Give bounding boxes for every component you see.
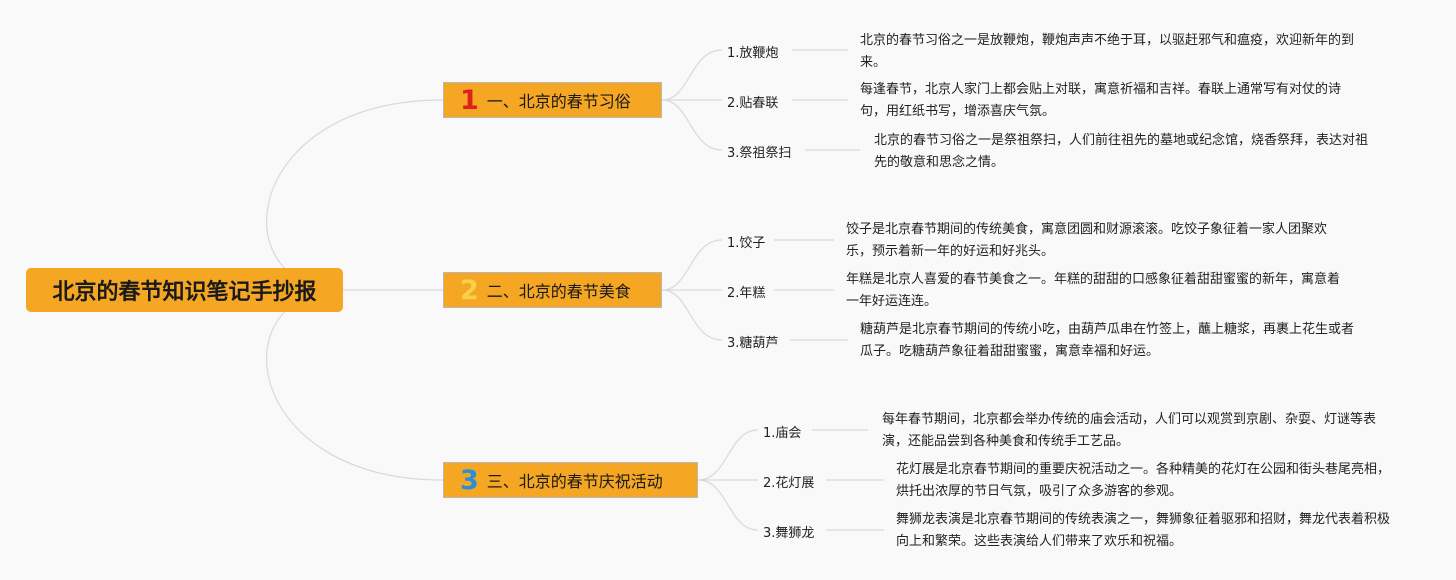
description-couplets: 每逢春节，北京人家门上都会贴上对联，寓意祈福和吉祥。春联上通常写有对仗的诗句，用… bbox=[860, 82, 1342, 119]
subtopic-candied-haws[interactable]: 3.糖葫芦 bbox=[727, 336, 779, 351]
subtopic-lantern-show[interactable]: 2.花灯展 bbox=[763, 476, 815, 491]
link-root-branch-1 bbox=[266, 99, 444, 291]
link-b3-leaf-3 bbox=[697, 479, 759, 531]
subtopic-dumplings[interactable]: 1.饺子 bbox=[727, 236, 766, 251]
branch-title: 一、北京的春节习俗 bbox=[486, 92, 631, 111]
description-firecrackers: 北京的春节习俗之一是放鞭炮，鞭炮声声不绝于耳，以驱赶邪气和瘟疫，欢迎新年的到来。 bbox=[860, 33, 1355, 70]
branch-title: 三、北京的春节庆祝活动 bbox=[486, 472, 663, 491]
description-ancestor-worship: 北京的春节习俗之一是祭祖祭扫，人们前往祖先的墓地或纪念馆，烧香祭拜，表达对祖先的… bbox=[874, 133, 1369, 170]
subtopic-temple-fair[interactable]: 1.庙会 bbox=[763, 426, 802, 441]
root-topic[interactable]: 北京的春节知识笔记手抄报 bbox=[26, 268, 343, 312]
link-b1-leaf-1 bbox=[661, 49, 723, 101]
description-dumplings: 饺子是北京春节期间的传统美食，寓意团圆和财源滚滚。吃饺子象征着一家人团聚欢乐，预… bbox=[846, 222, 1328, 259]
branch-title: 二、北京的春节美食 bbox=[486, 282, 631, 301]
number-two-icon: 2 bbox=[460, 274, 479, 306]
subtopic-couplets[interactable]: 2.贴春联 bbox=[727, 96, 779, 111]
subtopic-rice-cake[interactable]: 2.年糕 bbox=[727, 286, 766, 301]
description-lion-dragon-dance: 舞狮龙表演是北京春节期间的传统表演之一，舞狮象征着驱邪和招财，舞龙代表着积极向上… bbox=[896, 512, 1391, 549]
description-candied-haws: 糖葫芦是北京春节期间的传统小吃，由葫芦瓜串在竹签上，蘸上糖浆，再裹上花生或者瓜子… bbox=[860, 322, 1355, 359]
branch-topic-food[interactable]: 2 二、北京的春节美食 bbox=[443, 272, 662, 308]
description-rice-cake: 年糕是北京人喜爱的春节美食之一。年糕的甜甜的口感象征着甜甜蜜蜜的新年，寓意着一年… bbox=[846, 272, 1341, 309]
branch-topic-customs[interactable]: 1 一、北京的春节习俗 bbox=[443, 82, 662, 118]
link-b1-leaf-3 bbox=[661, 99, 723, 151]
subtopic-ancestor-worship[interactable]: 3.祭祖祭扫 bbox=[727, 146, 792, 161]
number-three-icon: 3 bbox=[460, 464, 479, 496]
root-topic-title: 北京的春节知识笔记手抄报 bbox=[52, 280, 317, 305]
subtopic-firecrackers[interactable]: 1.放鞭炮 bbox=[727, 46, 779, 61]
link-b2-leaf-1 bbox=[661, 239, 723, 291]
description-temple-fair: 每年春节期间，北京都会举办传统的庙会活动，人们可以观赏到京剧、杂耍、灯谜等表演，… bbox=[882, 412, 1377, 449]
link-root-branch-3 bbox=[266, 289, 444, 481]
link-b2-leaf-3 bbox=[661, 289, 723, 341]
branch-topic-celebrations[interactable]: 3 三、北京的春节庆祝活动 bbox=[443, 462, 698, 498]
number-one-icon: 1 bbox=[460, 84, 479, 116]
link-b3-leaf-1 bbox=[697, 429, 759, 481]
description-lantern-show: 花灯展是北京春节期间的重要庆祝活动之一。各种精美的花灯在公园和街头巷尾亮相，烘托… bbox=[896, 462, 1391, 499]
subtopic-lion-dragon-dance[interactable]: 3.舞狮龙 bbox=[763, 526, 815, 541]
